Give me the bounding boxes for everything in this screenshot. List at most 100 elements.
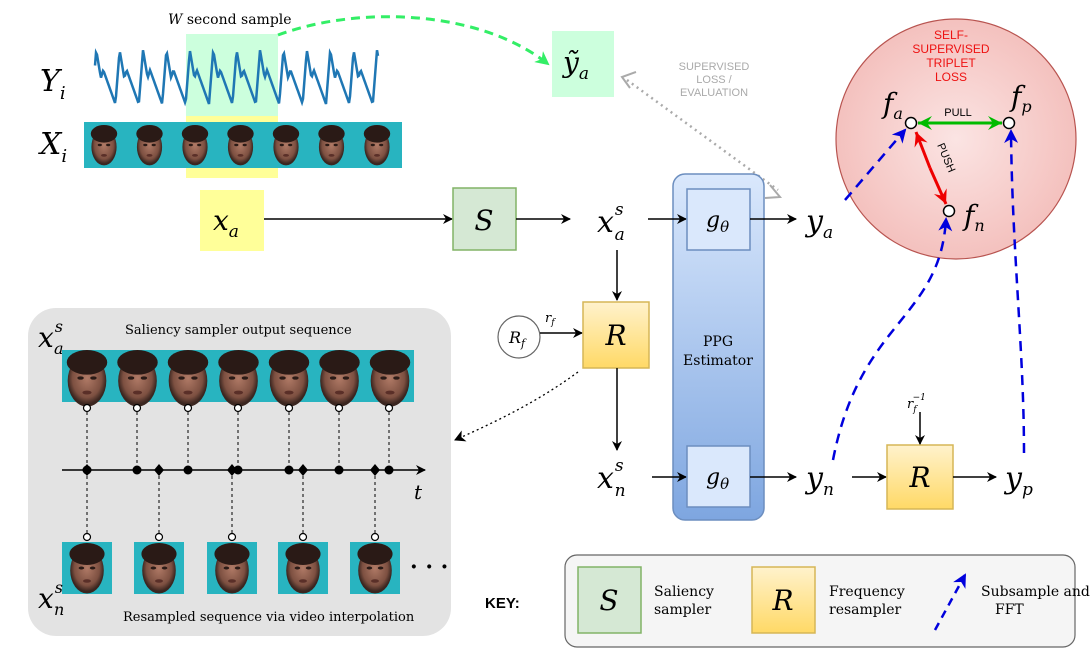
g-theta-top-label: gθ <box>706 208 729 236</box>
inset-bottom-title: Resampled sequence via video interpolati… <box>123 610 415 625</box>
triplet-loss-circle <box>835 18 1077 260</box>
y-tilde-a-label: ỹa <box>561 46 589 84</box>
svg-text:LOSS /: LOSS / <box>696 74 732 86</box>
pull-label: PULL <box>944 107 972 119</box>
push-arrow-down <box>928 167 948 205</box>
ppg-estimator-label-line1: PPG <box>703 334 733 350</box>
timeline-source-node <box>82 403 92 413</box>
svg-text:SUPERVISED: SUPERVISED <box>912 42 989 56</box>
x-i-label: Xi <box>38 127 67 167</box>
frequency-resampler-block <box>582 301 650 369</box>
timeline-resample-node <box>154 532 164 542</box>
ppg-estimator-block <box>672 173 765 521</box>
frequency-resampler-symbol: R <box>604 319 626 352</box>
supervised-loss-label: SUPERVISED LOSS / EVALUATION <box>679 61 750 99</box>
key-resampler-label-2: resampler <box>829 602 902 618</box>
key-saliency-label-1: Saliency <box>654 584 714 600</box>
x-a-box <box>200 190 264 251</box>
key-panel <box>564 554 1076 648</box>
face-frame-xi <box>363 125 391 166</box>
key-resampler-label-1: Frequency <box>829 584 905 600</box>
face-frame-resampled <box>357 543 393 594</box>
timeline-source-node <box>183 403 193 413</box>
face-frame-xi <box>318 125 345 166</box>
key-saliency-block <box>577 566 642 634</box>
svg-text:LOSS: LOSS <box>935 70 967 84</box>
x-a-label: xa <box>213 204 239 242</box>
y-p-label: yp <box>1003 461 1033 500</box>
rf-inverse-label: rf−1 <box>907 393 926 415</box>
timeline-source-node <box>233 403 243 413</box>
face-frame-resampled <box>141 543 177 594</box>
face-frame-xi <box>90 125 118 166</box>
y-a-label: ya <box>804 204 833 243</box>
svg-text:SELF-: SELF- <box>934 28 968 42</box>
rf-circle-label: Rf <box>508 328 527 350</box>
face-frame-saliency <box>319 350 360 407</box>
triplet-loss-title: SELF- SUPERVISED TRIPLET LOSS <box>912 28 989 84</box>
face-frame-saliency <box>369 350 411 407</box>
g-theta-bottom-block <box>686 445 751 508</box>
arrow-r-to-inset <box>454 371 579 442</box>
y-i-label: Yi <box>40 64 66 104</box>
key-resampler-symbol: R <box>771 584 793 617</box>
key-saliency-symbol: S <box>599 584 618 617</box>
rf-rate-label: rf <box>545 311 556 328</box>
f-a-node <box>904 116 918 130</box>
fft-arrow-yp-to-fp <box>1004 129 1026 454</box>
ppg-signal-waveform <box>93 48 380 107</box>
saliency-sampler-symbol: S <box>474 204 493 237</box>
supervised-arrow-head-left <box>620 71 637 89</box>
svg-text:TRIPLET: TRIPLET <box>926 56 976 70</box>
saliency-sampler-block <box>452 187 517 251</box>
face-frame-saliency <box>117 350 158 407</box>
face-frame-xi <box>272 125 300 166</box>
key-saliency-label-2: sampler <box>654 602 712 618</box>
push-arrow-up <box>914 131 932 169</box>
f-n-node <box>942 204 956 218</box>
timeline-resample-node <box>370 532 380 542</box>
timeline-source-node <box>384 403 394 413</box>
svg-text:SUPERVISED: SUPERVISED <box>679 61 750 73</box>
supervised-arrow-head-right <box>764 184 783 199</box>
svg-text:EVALUATION: EVALUATION <box>680 87 748 99</box>
face-frame-saliency <box>167 350 209 407</box>
y-tilde-a-box <box>552 31 614 97</box>
timeline-resample-node <box>82 532 92 542</box>
face-frame-resampled <box>285 543 321 594</box>
inset-ellipsis: · · · <box>410 554 448 580</box>
ppg-estimator-label-line2: Estimator <box>683 353 753 369</box>
face-frame-xi <box>227 125 254 166</box>
face-frame-saliency <box>218 350 259 407</box>
inset-top-title: Saliency sampler output sequence <box>125 323 352 338</box>
key-fft-label-1: Subsample and <box>981 584 1090 600</box>
label-supervision-arrow <box>277 15 550 66</box>
face-frame-saliency <box>268 350 310 407</box>
time-axis-label: t <box>414 480 423 504</box>
supervised-loss-link <box>626 78 779 192</box>
face-frame-xi <box>136 125 163 166</box>
y-n-label: yn <box>804 461 834 500</box>
face-frame-saliency <box>66 350 108 407</box>
frequency-resampler-symbol-2: R <box>908 461 930 494</box>
f-p-node <box>1002 116 1016 130</box>
sample-window-label: W second sample <box>168 12 292 28</box>
face-frame-resampled <box>69 543 105 594</box>
timeline-resample-node <box>298 532 308 542</box>
timeline-source-node <box>132 403 142 413</box>
rf-circle <box>497 315 541 359</box>
fft-arrow-ya-to-fa <box>844 128 907 201</box>
timeline-resample-node <box>227 532 237 542</box>
key-title: KEY: <box>485 595 520 612</box>
timeline-source-node <box>284 403 294 413</box>
key-resampler-block <box>751 566 816 634</box>
key-fft-label-2: FFT <box>995 602 1024 618</box>
face-frame-resampled <box>214 543 250 594</box>
face-frame-xi <box>181 125 209 166</box>
g-theta-bottom-label: gθ <box>706 465 729 493</box>
